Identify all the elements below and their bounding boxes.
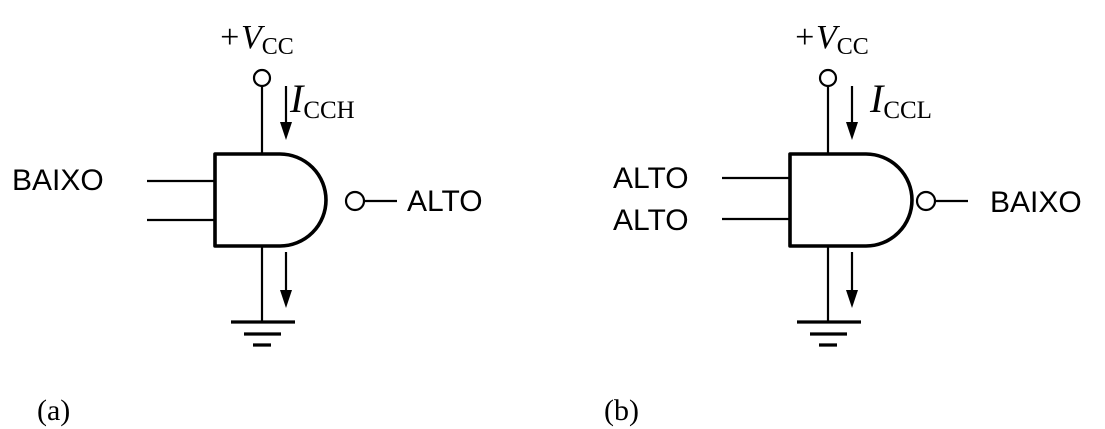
output-label-b: BAIXO — [990, 186, 1082, 219]
caption-b: (b) — [604, 394, 639, 427]
input-label-1-b: ALTO — [613, 162, 689, 195]
ground-symbol-b — [797, 320, 861, 347]
svg-text:ICCH: ICCH — [289, 76, 355, 124]
input-label-2-b: ALTO — [613, 204, 689, 237]
input-label-a: BAIXO — [12, 164, 104, 197]
output-label-a: ALTO — [407, 185, 483, 218]
supply-sub-b: CC — [837, 34, 869, 60]
current-arrow-out-head-a — [280, 290, 292, 308]
nand-bubble-b — [915, 190, 937, 212]
svg-text:+VCC: +VCC — [218, 19, 294, 60]
svg-text:ICCL: ICCL — [869, 76, 932, 124]
nand-gate-body-b — [788, 152, 914, 248]
current-arrow-in-head-a — [280, 122, 292, 140]
nand-gate-body-a — [213, 152, 328, 248]
caption-a: (a) — [37, 394, 70, 427]
supply-sub-a: CC — [262, 34, 294, 60]
svg-text:+VCC: +VCC — [793, 19, 869, 60]
current-arrow-in-head-b — [846, 122, 858, 140]
circuit-b: +VCC ICCL ALTO ALTO BAIXO (b) — [604, 19, 1082, 427]
current-sub-a: CCH — [303, 97, 354, 124]
supply-label-a: +V — [218, 19, 266, 56]
current-label-a: I — [289, 76, 305, 121]
supply-label-b: +V — [793, 19, 841, 56]
circuit-a: +VCC ICCH BAIXO ALTO (a) — [12, 19, 483, 427]
supply-terminal-a — [252, 68, 272, 88]
supply-terminal-b — [818, 68, 838, 88]
current-label-b: I — [869, 76, 885, 121]
current-arrow-out-head-b — [846, 290, 858, 308]
ground-symbol-a — [231, 320, 295, 347]
nand-bubble-a — [344, 190, 366, 212]
current-sub-b: CCL — [883, 97, 932, 124]
